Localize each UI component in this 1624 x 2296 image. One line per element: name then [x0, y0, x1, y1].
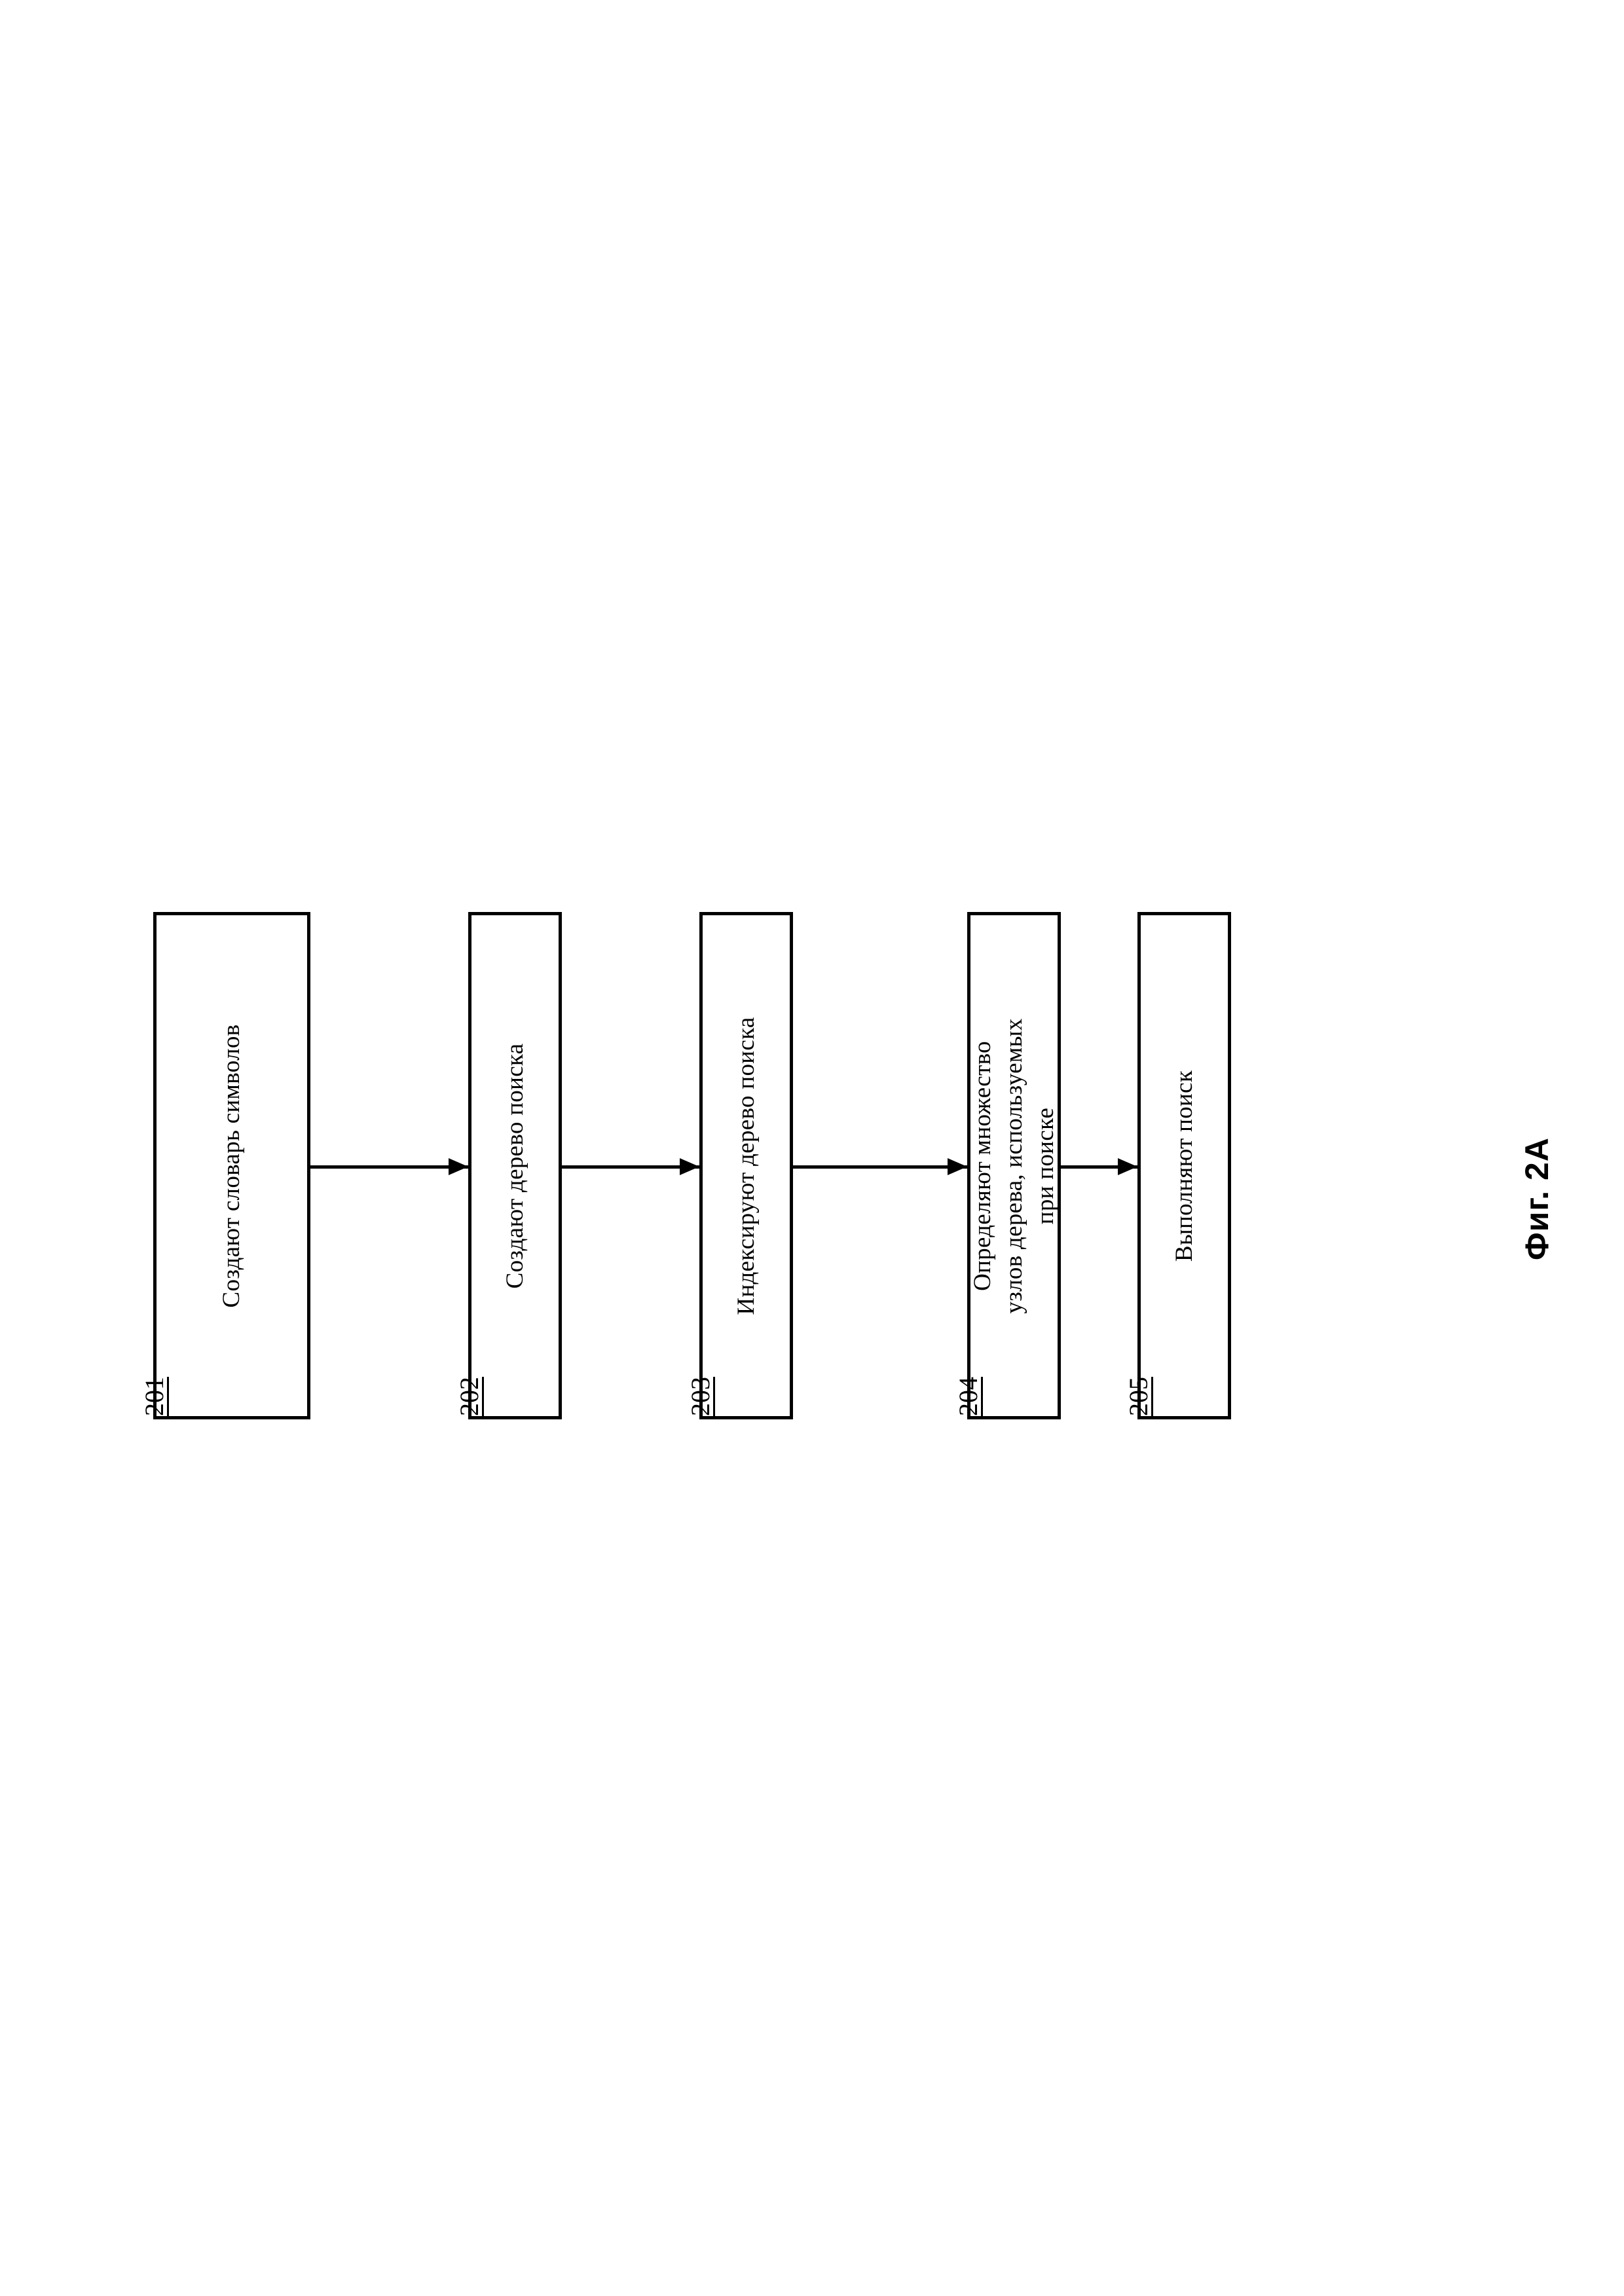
flowchart-box-201-label: Создают словарь символов: [217, 1024, 245, 1307]
flowchart-box-204-line-3: при поиске: [1031, 1107, 1059, 1224]
flowchart-box-205: Выполняют поиск: [1137, 912, 1231, 1419]
reference-numeral-204: 204: [953, 1377, 983, 1416]
flowchart-box-202-label: Создают дерево поиска: [501, 1043, 528, 1288]
figure-caption: Фиг. 2A: [1519, 1137, 1555, 1260]
reference-numeral-203: 203: [686, 1377, 715, 1416]
flowchart-box-203: Индексируют дерево поиска: [699, 912, 793, 1419]
flowchart-box-204: Определяют множество узлов дерева, испол…: [967, 912, 1061, 1419]
flowchart-box-204-label: Определяют множество узлов дерева, испол…: [967, 957, 1061, 1376]
reference-numeral-201: 201: [139, 1377, 169, 1416]
flowchart-box-202: Создают дерево поиска: [468, 912, 562, 1419]
reference-numeral-205: 205: [1124, 1377, 1153, 1416]
flowchart-box-203-label: Индексируют дерево поиска: [732, 1016, 760, 1315]
flowchart-box-205-label: Выполняют поиск: [1170, 1070, 1198, 1262]
flowchart-box-201: Создают словарь символов: [153, 912, 310, 1419]
reference-numeral-202: 202: [454, 1377, 484, 1416]
flowchart-box-204-line-1: Определяют множество: [969, 1040, 996, 1291]
flowchart-box-204-line-2: узлов дерева, используемых: [1000, 1017, 1027, 1314]
